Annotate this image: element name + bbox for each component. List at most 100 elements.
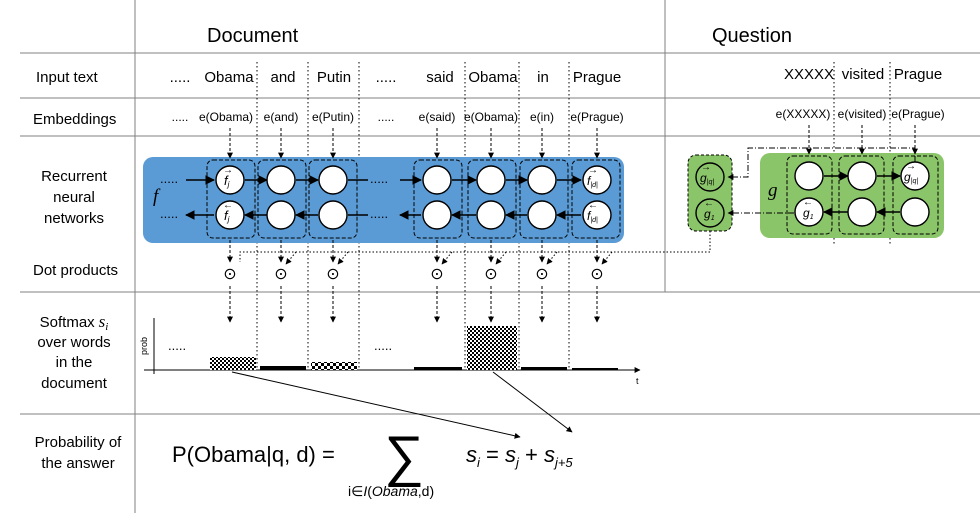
plot-ellipsis: ..... <box>374 338 392 353</box>
rnn-node <box>215 165 245 195</box>
doc-rnn-nodes <box>215 165 612 230</box>
dot-products: ⊙ ⊙ ⊙ ⊙ ⊙ ⊙ ⊙ <box>223 266 603 283</box>
rnn-node <box>794 197 824 227</box>
document-header: Document <box>207 25 299 47</box>
softmax-sub: i <box>105 321 108 333</box>
q-fwd-last-label: g|q| <box>904 170 918 185</box>
fwd-first-fn: f <box>224 173 229 188</box>
q-bwd-first-fn: g <box>803 206 810 220</box>
doc-chain-ellipses: ..... ..... ..... ..... <box>160 171 388 221</box>
doc-token: said <box>426 69 454 86</box>
dot-to-softmax-arrows <box>227 286 600 323</box>
rnn-to-dot-arrows <box>227 240 600 263</box>
bwd-first-arrow: ← <box>223 200 233 211</box>
doc-chain-ellipsis: ..... <box>370 206 388 221</box>
question-header: Question <box>712 25 792 47</box>
q-fwd-last-fn: g <box>904 170 911 184</box>
doc-embedding: e(and) <box>264 110 299 124</box>
probability-label-line-2: the answer <box>41 455 114 472</box>
rnn-node <box>422 165 452 195</box>
rnn-label-line-1: Recurrent <box>41 168 108 185</box>
fwd-last-fn: f <box>587 174 592 188</box>
doc-embedding: e(said) <box>419 110 456 124</box>
doc-token: Obama <box>468 69 518 86</box>
q-rnn-nodes <box>794 161 930 227</box>
fwd-last-arrow: → <box>588 165 598 176</box>
rnn-node <box>900 197 930 227</box>
doc-chain-ellipsis: ..... <box>160 171 178 186</box>
bwd-last-sub: |d| <box>590 217 598 224</box>
doc-chain-ellipsis: ..... <box>160 206 178 221</box>
q-fwd-last-arrow: → <box>906 161 916 172</box>
q-summary-labels: g|q| → g1 ← <box>700 162 715 222</box>
q-summary-bwd-label: g1 <box>704 207 715 222</box>
rnn-label-line-3: networks <box>44 210 104 227</box>
bwd-last-label: f|d| <box>587 209 598 224</box>
softmax-label-line-2: over words <box>37 334 110 351</box>
q-node-labels: g|q| → g1 ← <box>803 161 918 221</box>
rnn-label-line-2: neural <box>53 189 95 206</box>
row-label-input-text: Input text <box>36 69 99 86</box>
doc-ellipsis-1: ..... <box>170 69 191 86</box>
bar-in <box>521 367 567 370</box>
document-rnn-function: f <box>153 186 161 207</box>
q-bwd-first-sub: 1 <box>810 214 814 221</box>
plot-ellipsis: ..... <box>168 338 186 353</box>
question-rnn-function: g <box>768 180 778 201</box>
bwd-last-fn: f <box>587 209 592 223</box>
dot-product-symbol: ⊙ <box>590 266 603 283</box>
dot-product-symbol: ⊙ <box>535 266 548 283</box>
doc-token: Prague <box>573 69 621 86</box>
softmax-label-line-3: in the <box>56 354 93 371</box>
question-input-tokens: XXXXX visited Prague <box>784 66 942 83</box>
doc-embedding: e(Obama) <box>464 110 518 124</box>
rnn-node <box>422 200 452 230</box>
bar-prague <box>572 368 618 370</box>
plot-x-label: t <box>636 376 639 386</box>
formula-sum-symbol: ∑ <box>384 424 424 487</box>
rnn-node <box>847 161 877 191</box>
doc-embedding: e(in) <box>530 110 554 124</box>
bar-and <box>260 366 306 370</box>
document-input-tokens: ..... Obama and Putin ..... said Obama i… <box>170 69 622 86</box>
doc-token: Obama <box>204 69 254 86</box>
row-label-rnn: Recurrent neural networks <box>41 168 108 227</box>
rnn-node <box>527 200 557 230</box>
rnn-node <box>582 165 612 195</box>
dot-product-symbol: ⊙ <box>274 266 287 283</box>
q-chains <box>823 171 901 217</box>
embedding-arrows <box>227 125 918 159</box>
doc-token: in <box>537 69 549 86</box>
fwd-last-label: f|d| <box>587 174 598 189</box>
doc-node-labels: fj → fj ← f|d| → f|d| ← <box>223 165 598 224</box>
rnn-node <box>476 200 506 230</box>
softmax-plot: prob t ..... ..... <box>139 318 641 386</box>
dot-product-symbol: ⊙ <box>223 266 236 283</box>
formula-rhs: si = sj + sj+5 <box>466 442 573 470</box>
bar-said <box>414 367 462 370</box>
dot-product-symbol: ⊙ <box>326 266 339 283</box>
bwd-first-fn: f <box>224 208 229 223</box>
bar-to-formula-arrows <box>231 371 573 439</box>
document-embeddings: ..... e(Obama) e(and) e(Putin) ..... e(s… <box>172 110 624 124</box>
bwd-last-arrow: ← <box>588 200 598 211</box>
fwd-first-sub: j <box>227 180 230 189</box>
probability-formula: P(Obama|q, d) = ∑ i∈I(Obama,d) si = sj +… <box>172 424 573 499</box>
rnn-node <box>582 200 612 230</box>
softmax-var: s <box>99 312 106 331</box>
formula-sum-index: i∈I(Obama,d) <box>348 483 434 499</box>
q-bwd-first-arrow: ← <box>803 197 813 208</box>
q-token: Prague <box>894 66 942 83</box>
doc-node-groups <box>206 159 621 239</box>
q-summary-fwd-node <box>695 162 725 192</box>
rnn-node <box>527 165 557 195</box>
q-embedding: e(XXXXX) <box>776 107 831 121</box>
fwd-first-label: fj <box>224 173 230 189</box>
q-bwd-first-label: g1 <box>803 206 814 221</box>
rnn-node <box>476 165 506 195</box>
summary-to-dot-link <box>239 231 711 262</box>
doc-ellipsis-2: ..... <box>376 69 397 86</box>
bwd-first-label: fj <box>224 208 230 224</box>
